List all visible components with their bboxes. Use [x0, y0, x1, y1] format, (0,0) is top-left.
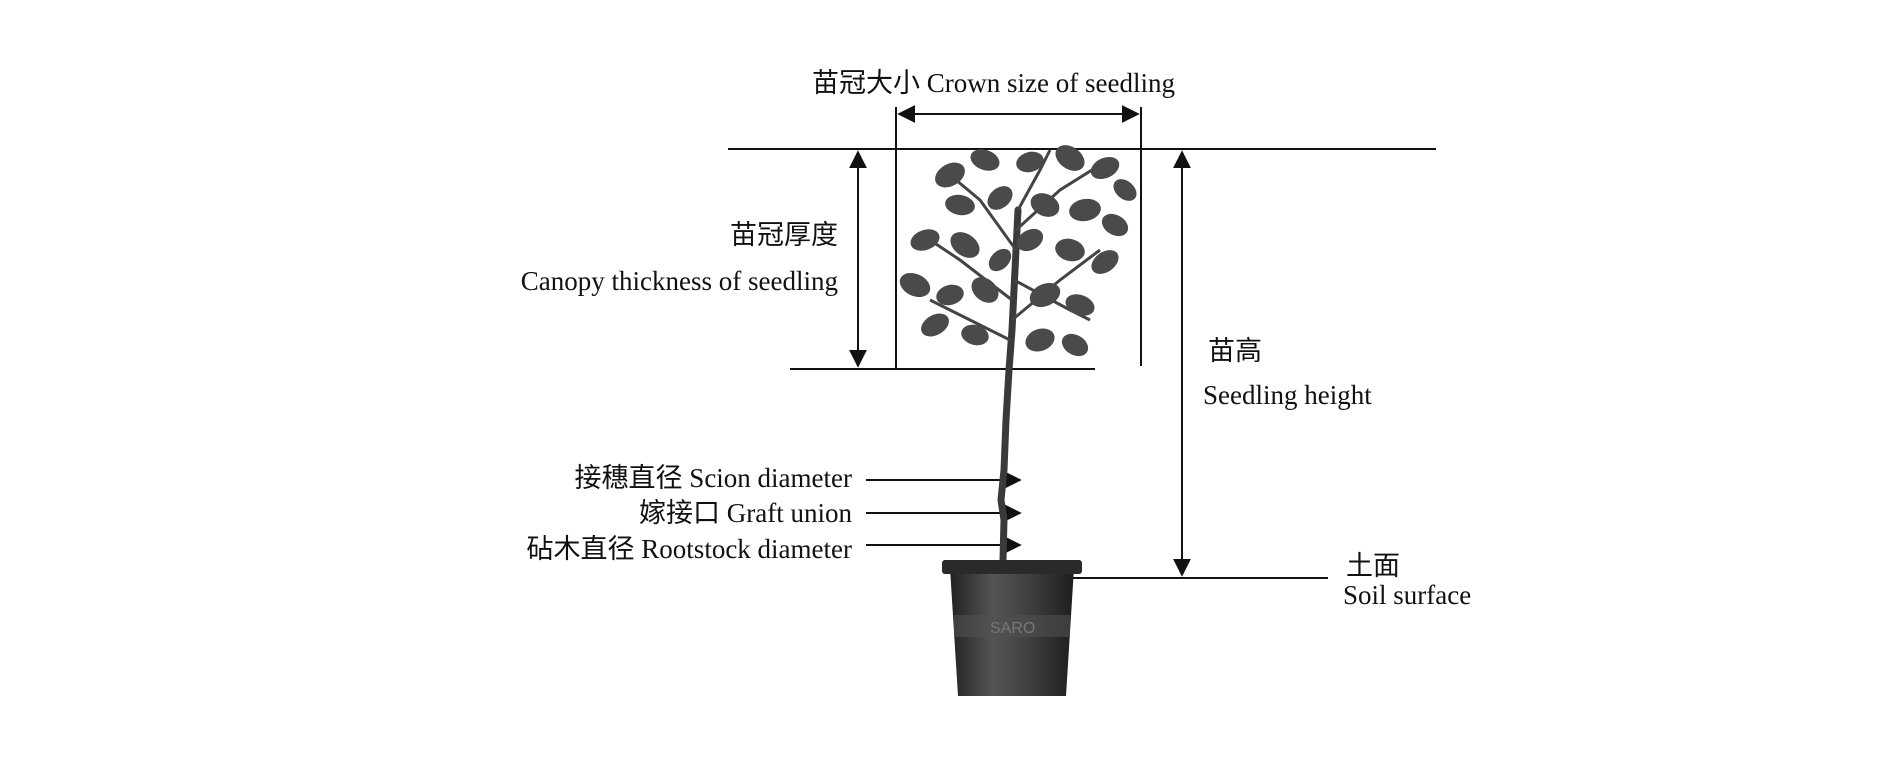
seedling-stem: [997, 206, 1022, 564]
canopy-thickness-label-en: Canopy thickness of seedling: [520, 266, 838, 296]
seedling-plant-illustration: [899, 145, 1137, 564]
leaves: [899, 145, 1137, 357]
rootstock-diameter-label: 砧木直径 Rootstock diameter: [526, 534, 852, 564]
crown-size-label: 苗冠大小 Crown size of seedling: [812, 68, 1175, 98]
branches: [929, 149, 1101, 342]
soil-surface-label-en: Soil surface: [1343, 580, 1472, 610]
pot-brand-text: SARO: [990, 620, 1035, 637]
scion-diameter-label: 接穗直径 Scion diameter: [574, 463, 852, 493]
plant-pot: SARO: [942, 560, 1082, 696]
graft-union-label: 嫁接口 Graft union: [639, 498, 852, 528]
soil-surface-label-cn: 土面: [1346, 551, 1400, 581]
canopy-thickness-label-cn: 苗冠厚度: [730, 220, 838, 250]
seedling-height-label-en: Seedling height: [1203, 380, 1372, 410]
seedling-height-label-cn: 苗高: [1208, 336, 1262, 366]
